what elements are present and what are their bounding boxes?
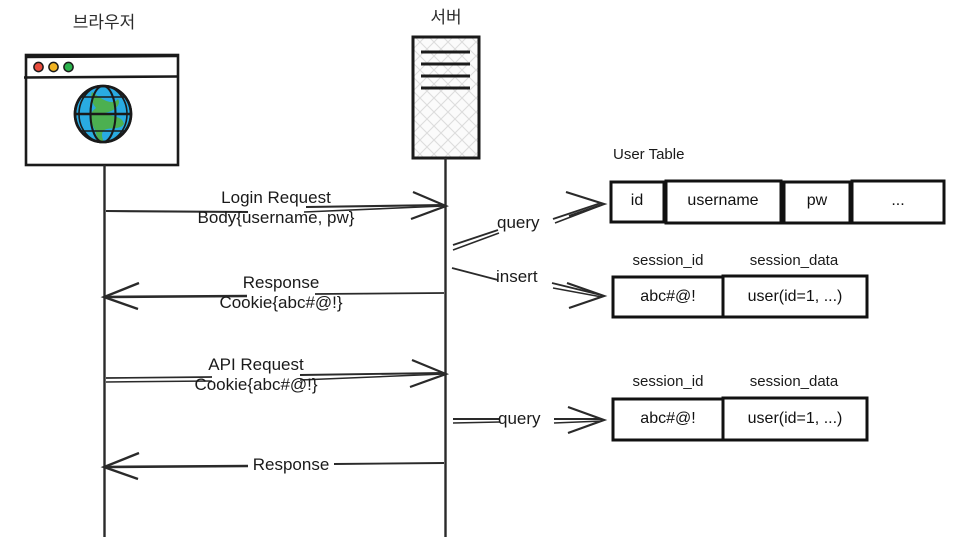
op-arrow-query-session <box>452 405 608 435</box>
session-table-query-boxes <box>611 396 869 442</box>
user-table-cell-more: ... <box>891 192 905 209</box>
actor-title-browser: 브라우저 <box>72 13 136 32</box>
session-table-insert-boxes <box>611 274 869 319</box>
session-table-query-header-session-id: session_id <box>632 373 704 390</box>
user-table-cell-username: username <box>687 192 759 209</box>
message-label-api-request-line2: Cookie{abc#@!} <box>194 375 318 394</box>
server-rack-icon <box>411 35 481 160</box>
user-table-boxes <box>609 179 946 225</box>
user-table-cell-pw: pw <box>806 192 828 209</box>
message-label-api-request-line1: API Request <box>208 355 304 374</box>
globe-icon <box>73 84 133 144</box>
op-label-insert-session: insert <box>496 267 538 286</box>
user-table-cell-id: id <box>630 192 644 209</box>
session-table-query-header-session-data: session_data <box>749 373 839 390</box>
message-arrow-api-request <box>105 358 450 389</box>
message-label-login-request-line1: Login Request <box>221 188 331 207</box>
message-label-api-response-line1: Response <box>252 455 330 474</box>
op-label-query-user: query <box>497 213 540 232</box>
message-label-login-response-line1: Response <box>242 273 320 292</box>
session-table-insert-header-session-id: session_id <box>632 252 704 269</box>
session-table-query-cell-session-data: user(id=1, ...) <box>747 410 843 427</box>
session-table-insert-cell-session-data: user(id=1, ...) <box>747 288 843 305</box>
message-arrow-login-response <box>100 281 445 311</box>
op-label-query-session: query <box>498 409 541 428</box>
message-arrow-api-response <box>100 451 445 481</box>
session-table-query-cell-session-id: abc#@! <box>640 410 696 427</box>
session-table-insert-header-session-data: session_data <box>749 252 839 269</box>
message-label-login-response-line2: Cookie{abc#@!} <box>219 293 343 312</box>
message-label-login-request-line2: Body{username, pw} <box>197 208 355 227</box>
actor-title-server: 서버 <box>430 8 462 27</box>
op-arrow-query-user <box>452 190 608 251</box>
session-table-insert-cell-session-id: abc#@! <box>640 288 696 305</box>
message-arrow-login-request <box>105 190 449 221</box>
user-table-caption: User Table <box>613 146 685 163</box>
op-arrow-insert-session <box>451 267 608 310</box>
browser-window-globe-icon <box>23 53 180 167</box>
